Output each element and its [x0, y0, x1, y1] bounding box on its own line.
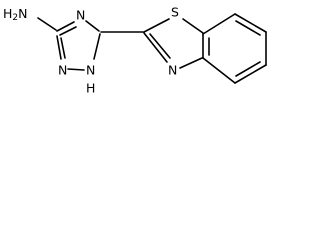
bond-c7-c6-inner: [235, 20, 261, 36]
chemical-structure-diagram: H2N N N N H S N: [3, 5, 267, 96]
atom-labels: H2N N N N H S N: [3, 5, 179, 96]
bond-c2-n3: [143, 32, 168, 63]
bond-n3-c3a: [179, 57, 203, 69]
triazole-nh-label: N: [86, 63, 95, 78]
bond-n2-c3-double: [60, 37, 66, 59]
bond-c5-c4: [234, 64, 267, 84]
bond-amine-c3: [37, 17, 57, 31]
bond-s-c7a: [182, 18, 204, 34]
bonds: [37, 13, 267, 84]
bond-c4-c3a: [202, 57, 236, 84]
thiazole-n-label: N: [168, 63, 177, 78]
bond-n4-c5: [85, 20, 100, 32]
thiazole-s-label: S: [171, 5, 179, 20]
bond-c5-c4-inner: [235, 61, 261, 77]
triazole-n-left-label: N: [58, 63, 67, 78]
bond-c3-n4-double: [59, 26, 77, 36]
bond-c2-s: [143, 18, 170, 33]
bond-c5-n1: [93, 33, 101, 60]
triazole-n-top-label: N: [76, 8, 85, 23]
bond-c7-c6: [234, 13, 267, 33]
amine-label: H2N: [3, 6, 28, 23]
bond-c2-n3-double: [149, 33, 171, 59]
bond-n1-n2: [67, 68, 85, 71]
bond-n2-c3: [56, 35, 62, 60]
bond-c3-n4: [56, 21, 75, 32]
triazole-nh-hydrogen-label: H: [86, 81, 95, 96]
bond-c7a-c7: [202, 13, 236, 35]
